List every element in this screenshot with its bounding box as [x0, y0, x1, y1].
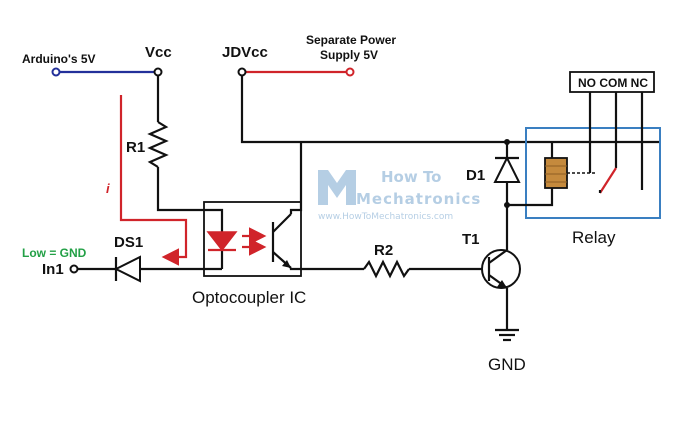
ds1-label: DS1 [114, 234, 143, 251]
watermark-url: www.HowToMechatronics.com [318, 212, 453, 222]
opto-collector [272, 213, 292, 233]
t1-emitter-arrow-icon [497, 280, 507, 288]
t1-collector [488, 249, 508, 264]
relay-coil-bottom-wire [507, 188, 554, 207]
separate-power-label-line1: Separate Power [306, 33, 396, 47]
relay-switch-arm [599, 167, 617, 194]
t1-transistor-body [481, 249, 521, 289]
d1-label: D1 [466, 167, 485, 184]
opto-led-icon [206, 231, 238, 252]
watermark-line2: Mechatronics [356, 190, 481, 208]
separate-supply-terminal [345, 67, 355, 77]
current-label: i [106, 181, 110, 196]
optocoupler-label: Optocoupler IC [192, 288, 306, 307]
relay-box [525, 127, 661, 219]
r1-resistor [147, 121, 169, 168]
arduino-5v-terminal [51, 67, 61, 77]
optocoupler-box [203, 201, 302, 277]
arduino-5v-label: Arduino's 5V [22, 52, 96, 66]
gnd-label: GND [488, 355, 526, 374]
opto-emitter-wire [289, 267, 364, 271]
ds1-diode-icon [113, 255, 141, 283]
r2-label: R2 [374, 242, 393, 259]
r1-label: R1 [126, 139, 145, 156]
t1-label: T1 [462, 231, 480, 248]
r1-to-opto-wire [156, 167, 224, 232]
low-gnd-label: Low = GND [22, 246, 87, 260]
relay-terminals-label: NO COM NC [578, 76, 648, 90]
relay-terminal-box [569, 71, 655, 93]
r2-resistor [363, 259, 410, 279]
current-flow-arrow [119, 95, 188, 266]
jdvcc-terminal [237, 67, 247, 77]
watermark-m-icon [318, 170, 356, 205]
opto-collector-wire [289, 142, 303, 214]
watermark-logo: How To Mechatronics www.HowToMechatronic… [318, 168, 481, 222]
jdvcc-rail [240, 76, 660, 144]
opto-emitter-arrow-icon [282, 260, 291, 268]
relay-coil-icon [544, 157, 568, 189]
d1-diode-icon [493, 155, 521, 183]
vcc-terminal [153, 67, 163, 77]
jdvcc-label: JDVcc [222, 44, 268, 61]
separate-power-label-line2: Supply 5V [320, 48, 378, 62]
watermark-line1: How To [381, 168, 441, 186]
in1-terminal [69, 264, 79, 274]
relay-label: Relay [572, 228, 616, 247]
in1-label: In1 [42, 261, 64, 278]
vcc-label: Vcc [145, 44, 172, 61]
